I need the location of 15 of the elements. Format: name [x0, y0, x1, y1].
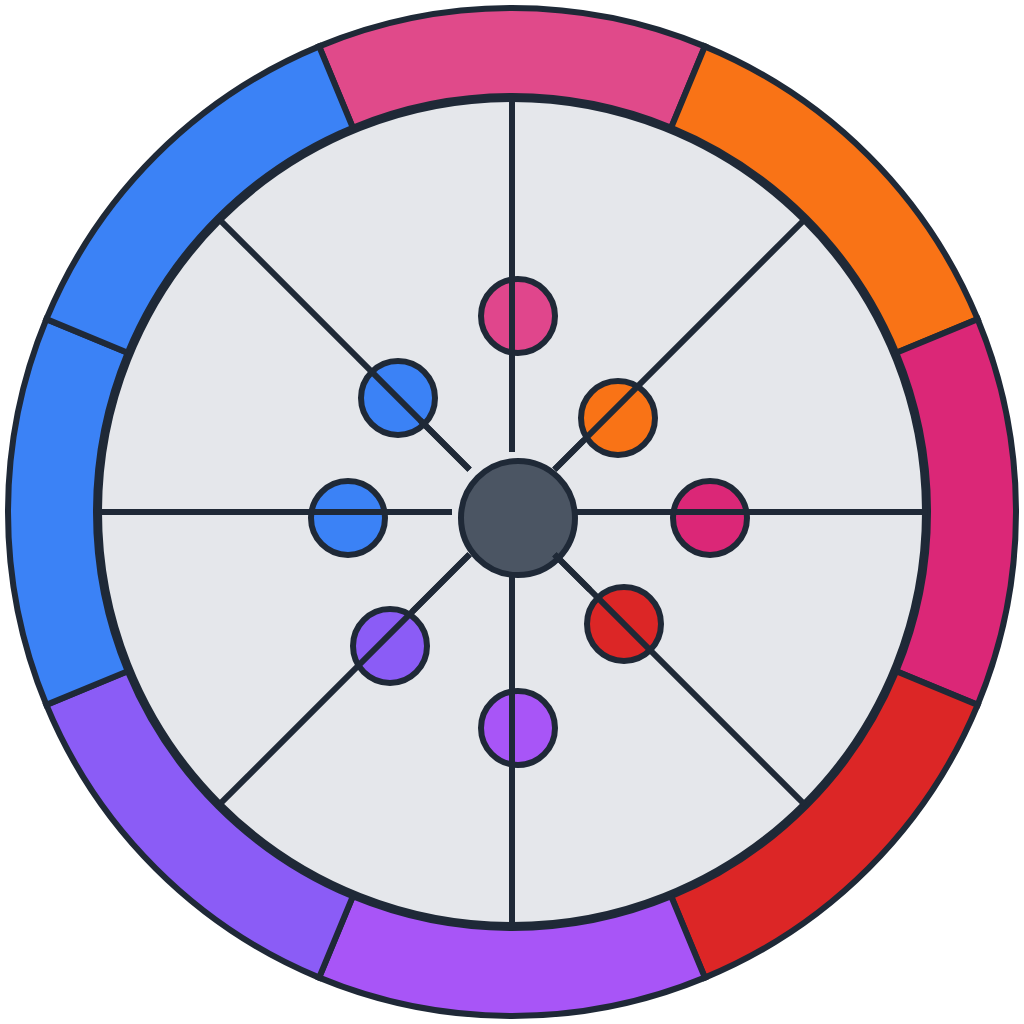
node-circle	[350, 606, 430, 686]
connector-line	[382, 509, 452, 515]
node-circle	[478, 688, 558, 768]
node-circle	[478, 276, 558, 356]
connector-line	[509, 572, 515, 682]
connector-line	[418, 418, 472, 472]
node-circle	[308, 478, 388, 558]
connector-line	[509, 350, 515, 452]
connector-line	[572, 509, 664, 515]
connector-line	[552, 552, 592, 592]
connector-line	[410, 552, 472, 614]
connector-line	[552, 438, 586, 472]
hub-circle	[458, 458, 578, 578]
node-circle	[670, 478, 750, 558]
node-circle	[578, 378, 658, 458]
